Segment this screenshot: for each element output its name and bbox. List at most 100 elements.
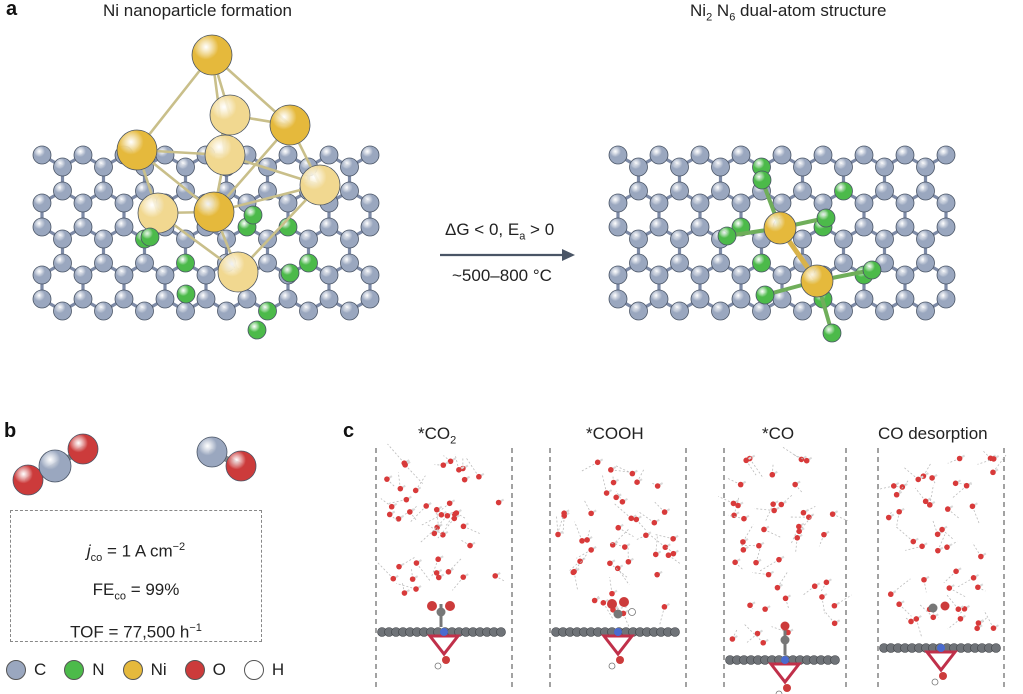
carbon-atom (711, 181, 730, 201)
oxygen-atom (67, 433, 99, 465)
h-bond (896, 479, 909, 495)
carbon-atom (32, 193, 52, 213)
carbon-atom (155, 145, 175, 165)
h-bond (983, 610, 994, 629)
water-oxygen (607, 560, 613, 567)
carbon-atom (936, 265, 956, 285)
water-oxygen (944, 506, 951, 512)
nitrogen-atom (176, 253, 195, 273)
h-bond (398, 556, 416, 568)
carbon-atom (94, 253, 113, 273)
water-oxygen (829, 511, 836, 517)
h-bond (941, 529, 955, 541)
legend-item-o: O (184, 660, 226, 680)
carbon-atom (916, 253, 935, 273)
water-oxygen (970, 575, 977, 581)
water-oxygen (893, 491, 900, 498)
water-oxygen (753, 559, 759, 566)
carbon-atom (53, 301, 72, 321)
water-oxygen (899, 484, 906, 490)
h-bond (895, 526, 914, 542)
carbon-atom (360, 265, 380, 285)
water-oxygen (413, 586, 419, 592)
carbon-atom (258, 253, 277, 273)
water-oxygen (435, 556, 441, 563)
reaction-condition-temperature: ~500–800 °C (452, 266, 552, 285)
nickel-atom (217, 251, 259, 293)
adsorbate-oxygen (619, 597, 629, 607)
carbon-atom (196, 265, 216, 285)
h-bond (609, 542, 625, 548)
water-oxygen (608, 467, 614, 473)
legend-item-n: N (64, 660, 105, 680)
water-oxygen (407, 509, 413, 515)
carbon-atom (731, 289, 751, 309)
carbon-atom (793, 157, 812, 177)
h-bond (781, 446, 802, 460)
carbon-atom (237, 289, 257, 309)
water-oxygen (594, 459, 601, 466)
water-oxygen (890, 483, 897, 489)
water-oxygen (762, 606, 768, 612)
carbon-atom (196, 289, 216, 309)
water-oxygen (796, 523, 802, 530)
h-bond (415, 475, 426, 491)
water-oxygen (990, 456, 997, 462)
nitrogen-atom (247, 320, 267, 340)
nitrogen-atom (834, 181, 853, 201)
water-oxygen (792, 481, 798, 488)
carbon-atom (649, 217, 669, 237)
water-oxygen (819, 594, 825, 600)
water-oxygen (413, 560, 420, 566)
water-oxygen (910, 538, 917, 545)
water-oxygen (579, 538, 585, 544)
h-bond (436, 509, 439, 526)
water-oxygen (600, 600, 607, 606)
water-oxygen (794, 535, 801, 541)
carbon-atom (114, 265, 134, 285)
nickel-atom (299, 164, 341, 206)
h-bond (742, 524, 754, 543)
water-oxygen (433, 506, 440, 513)
water-oxygen (740, 539, 746, 545)
carbon-atom (176, 157, 195, 177)
h-bond (726, 477, 741, 485)
water-oxygen (730, 500, 737, 507)
h-bond (435, 502, 450, 515)
carbon-atom (875, 229, 894, 249)
carbon-atom (670, 253, 689, 273)
water-oxygen (614, 565, 621, 572)
water-oxygen (434, 524, 440, 531)
h-bond (655, 536, 658, 555)
carbon-atom (731, 145, 751, 165)
water-oxygen (800, 509, 807, 516)
state-label-co: *CO (762, 424, 795, 443)
h-bond (610, 469, 630, 473)
carbon-atom (895, 193, 915, 213)
nickel-atom (191, 34, 233, 76)
hydrogen-atom-icon (243, 660, 264, 680)
h-bond (615, 465, 633, 474)
h-bond (905, 545, 923, 551)
water-oxygen (397, 485, 404, 492)
water-oxygen (456, 467, 462, 473)
oxygen-atom-icon (184, 660, 205, 680)
carbon-atom (319, 217, 339, 237)
water-oxygen (956, 455, 963, 462)
carbon-atom (38, 449, 72, 483)
water-oxygen (423, 503, 430, 509)
h-bond (387, 499, 407, 505)
water-oxygen (409, 576, 416, 582)
water-oxygen (654, 483, 661, 489)
water-oxygen (584, 537, 590, 543)
nitrogen-atom (755, 285, 775, 305)
water-oxygen (643, 532, 649, 539)
h-bond (752, 572, 769, 576)
h-bond (648, 533, 666, 548)
active-site (923, 650, 959, 673)
carbon-atom (690, 193, 710, 213)
nickel-atom (137, 192, 179, 234)
carbon-atom (772, 265, 792, 285)
water-oxygen (440, 532, 446, 538)
water-oxygen (778, 501, 785, 508)
